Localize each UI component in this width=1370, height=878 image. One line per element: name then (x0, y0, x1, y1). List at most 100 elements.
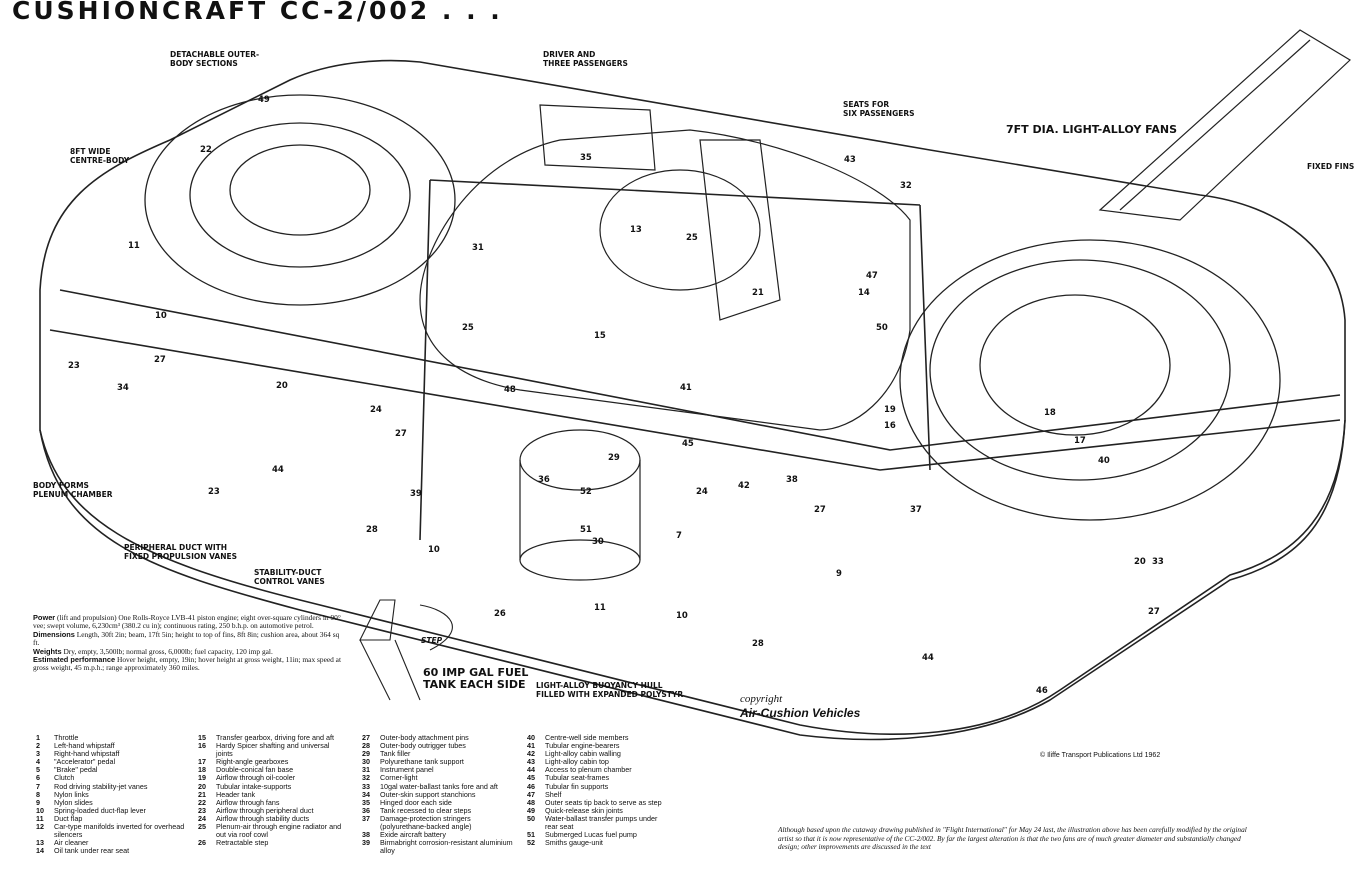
callout-number: 26 (494, 609, 506, 619)
legend-item: 44 Access to plenum chamber (527, 766, 669, 774)
legend-number: 50 (527, 813, 535, 823)
legend-number: 16 (198, 741, 206, 751)
legend-text: Oil tank under rear seat (54, 846, 130, 856)
legend-number: 1 (36, 733, 40, 742)
callout-number: 41 (680, 383, 692, 393)
legend-text: Header tank (216, 789, 256, 799)
callout-seats: SEATS FOR SIX PASSENGERS (843, 100, 915, 118)
legend-text: Retractable step (216, 838, 269, 848)
legend-text: Hardy Spicer shafting and universal join… (216, 741, 330, 759)
callout-number: 45 (682, 439, 694, 449)
callout-step: STEP (421, 636, 443, 645)
spec-weights-label: Weights (33, 646, 62, 656)
callout-number: 40 (1098, 456, 1110, 466)
legend-number: 42 (527, 749, 535, 759)
legend-item: 29 Tank filler (362, 750, 517, 758)
specifications: Power (lift and propulsion) One Rolls-Ro… (33, 613, 343, 673)
legend-number: 7 (36, 781, 40, 791)
legend-text: Instrument panel (380, 765, 434, 775)
legend-text: Right-angle gearboxes (216, 757, 289, 767)
callout-number: 11 (594, 603, 606, 613)
legend-text: Access to plenum chamber (545, 765, 632, 775)
callout-number: 15 (594, 331, 606, 341)
callout-number: 18 (1044, 408, 1056, 418)
callout-number: 29 (608, 453, 620, 463)
legend-item: 1 Throttle (36, 733, 186, 742)
legend-text: Corner-light (380, 773, 418, 783)
legend-number: 19 (198, 773, 206, 783)
callout-number: 30 (592, 537, 604, 547)
callout-outer-body: DETACHABLE OUTER- BODY SECTIONS (170, 50, 260, 68)
legend-number: 3 (36, 749, 40, 759)
callout-number: 10 (428, 545, 440, 555)
callout-number: 23 (68, 361, 80, 371)
callout-fuel: 60 Imp gal FUEL TANK EACH SIDE (423, 666, 529, 691)
legend-text: 10gal water-ballast tanks fore and aft (380, 781, 498, 791)
legend-item: 4"Accelerator" pedal (36, 758, 186, 766)
callout-number: 52 (580, 487, 592, 497)
legend-number: 44 (527, 765, 535, 775)
legend-text: Quick-release skin joints (545, 805, 623, 815)
copyright-line2: Air-Cushion Vehicles (740, 706, 861, 720)
legend-number: 18 (198, 765, 206, 775)
spec-dimensions-label: Dimensions (33, 629, 75, 639)
legend-text: Submerged Lucas fuel pump (545, 830, 637, 840)
legend-number: 8 (36, 789, 40, 799)
legend-text: Airflow through stability ducts (216, 813, 310, 823)
callout-number: 50 (876, 323, 888, 333)
callout-number: 44 (922, 653, 934, 663)
legend-number: 22 (198, 797, 206, 807)
hull-outline (39, 59, 1346, 741)
legend-text: Duct flap (54, 813, 83, 823)
callout-number: 27 (395, 429, 407, 439)
callout-number: 14 (858, 288, 870, 298)
callout-number: 28 (752, 639, 764, 649)
legend-number: 52 (527, 838, 535, 848)
callout-number: 20 (1134, 557, 1146, 567)
legend-text: Transfer gearbox, driving fore and aft (216, 733, 334, 742)
legend-text: Tank filler (380, 749, 411, 759)
legend-number: 13 (36, 838, 44, 848)
fin (1098, 29, 1351, 221)
step-sketch (359, 599, 453, 701)
legend-item: 52 Smiths gauge-unit (527, 839, 669, 847)
legend-text: Double-conical fan base (216, 765, 294, 775)
callout-number: 48 (504, 385, 516, 395)
callout-number: 39 (410, 489, 422, 499)
legend-text: Tubular seat-frames (545, 773, 610, 783)
callout-fixed-fins: FIXED FINS (1307, 162, 1355, 171)
legend-text: "Brake" pedal (54, 765, 98, 775)
legend-number: 29 (362, 749, 370, 759)
legend-text: Outer-skin support stanchions (380, 789, 476, 799)
fan-front (899, 239, 1281, 521)
legend-text: Smiths gauge-unit (545, 838, 603, 848)
callout-number: 17 (1074, 436, 1086, 446)
callout-number: 44 (272, 465, 284, 475)
callout-number: 24 (696, 487, 708, 497)
legend-text: Exide aircraft battery (380, 830, 446, 840)
legend-number: 2 (36, 741, 40, 751)
legend-text: Throttle (54, 733, 79, 742)
legend-number: 48 (527, 797, 535, 807)
fuel-tank (519, 429, 641, 581)
legend-text: Right-hand whipstaff (54, 749, 120, 759)
